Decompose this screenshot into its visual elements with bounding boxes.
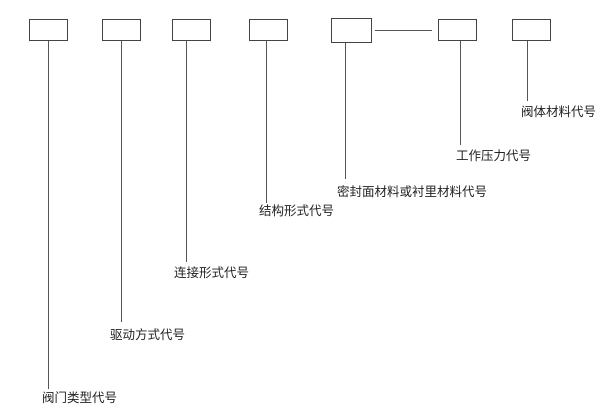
leader-valve-type	[48, 41, 50, 389]
box-body-material	[512, 19, 551, 41]
box-structure-form	[249, 19, 288, 41]
box-valve-type	[29, 19, 68, 41]
label-valve-type: 阀门类型代号	[42, 390, 118, 405]
leader-body-material	[527, 41, 529, 101]
leader-drive-mode	[121, 41, 123, 322]
leader-structure-form	[266, 41, 268, 203]
label-seal-material: 密封面材料或衬里材料代号	[337, 184, 488, 199]
leader-working-pressure	[460, 41, 462, 145]
leader-seal-material	[345, 43, 347, 179]
label-structure-form: 结构形式代号	[259, 203, 335, 218]
box-drive-mode	[102, 19, 141, 41]
label-connection-form: 连接形式代号	[174, 265, 250, 280]
label-body-material: 阀体材料代号	[521, 104, 597, 119]
box-working-pressure	[438, 19, 477, 41]
box-seal-material	[331, 18, 372, 43]
label-working-pressure: 工作压力代号	[456, 148, 532, 163]
box-connection-form	[172, 19, 211, 41]
label-drive-mode: 驱动方式代号	[110, 327, 186, 342]
connector-seal-pressure	[375, 30, 432, 32]
leader-connection-form	[186, 41, 188, 262]
